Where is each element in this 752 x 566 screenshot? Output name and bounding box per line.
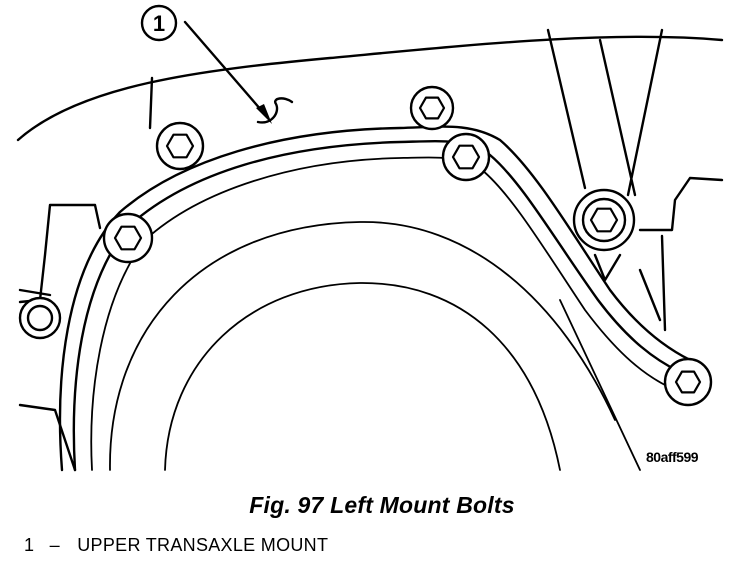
image-reference-code: 80aff599 [646, 449, 699, 465]
bolt-upper-center [409, 85, 455, 131]
callout-arrowhead [256, 104, 272, 124]
bolt-left-flange [102, 212, 154, 264]
housing-left-outline [38, 203, 102, 302]
cover-inner-bore [164, 282, 561, 471]
legend-item-number: 1 [24, 535, 35, 555]
mount-arm-lower [593, 176, 724, 282]
bolt-mount-arm [572, 188, 636, 252]
cover-right-edge [559, 299, 641, 471]
cover-flange-line [90, 156, 666, 471]
cover-outer-contour [58, 125, 692, 472]
bolt-far-left [18, 296, 62, 340]
legend: 1 – UPPER TRANSAXLE MOUNT [24, 535, 328, 556]
bolt-lower-right [663, 357, 713, 407]
cover-mid-contour [72, 139, 682, 472]
bolt-center-right [441, 132, 491, 182]
legend-item-separator: – [49, 535, 60, 555]
mount-arm [546, 28, 664, 197]
diagram-svg: 1 [16, 4, 724, 472]
callout-number: 1 [153, 11, 165, 36]
cover-inner-circle [109, 221, 616, 471]
callout-1: 1 [140, 4, 294, 124]
legend-item-label: UPPER TRANSAXLE MOUNT [77, 535, 329, 555]
mount-right-housing [638, 234, 667, 332]
mount-left-face [148, 76, 154, 130]
mount-upper-edge [16, 35, 724, 142]
callout-leader-line [183, 20, 270, 120]
bolt-upper-left [155, 121, 205, 171]
callout-target-squiggle [256, 97, 294, 124]
figure-caption: Fig. 97 Left Mount Bolts [249, 492, 515, 518]
legend-item: 1 – UPPER TRANSAXLE MOUNT [24, 535, 328, 556]
mount-bolts-diagram: 1 [16, 4, 724, 472]
